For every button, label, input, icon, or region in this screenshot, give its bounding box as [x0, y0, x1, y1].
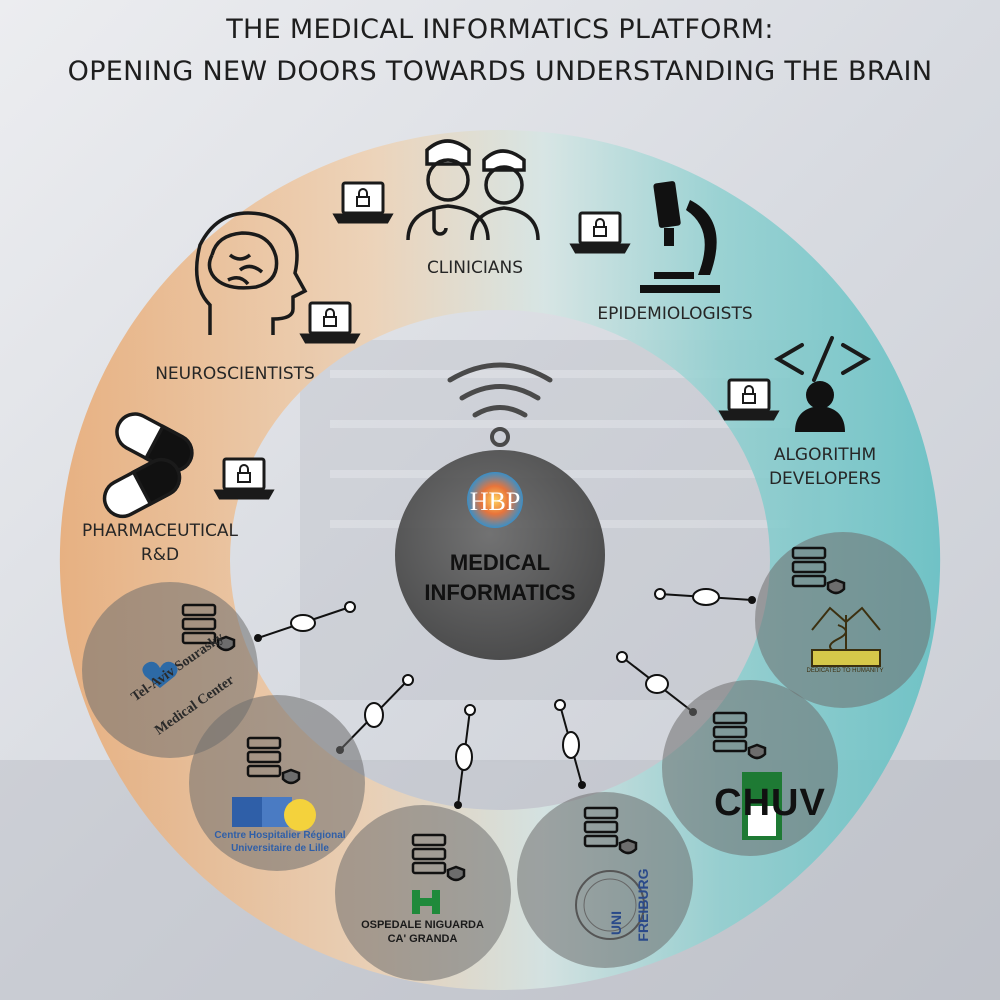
server-icon [246, 736, 301, 785]
freiburg-line1: UNI [608, 910, 624, 936]
label-algorithm-line2: DEVELOPERS [768, 469, 882, 489]
label-pharma-line2: R&D [140, 545, 180, 565]
laptop-lock-icon [718, 378, 780, 421]
label-clinicians: CLINICIANS [426, 258, 524, 278]
title-line-1: THE MEDICAL INFORMATICS PLATFORM: [226, 14, 774, 45]
label-algorithm-developers: ALGORITHM DEVELOPERS [745, 443, 905, 491]
sofia-caduceus-logo [811, 606, 881, 667]
server-icon [712, 711, 767, 760]
sofia-motto: DEDICATED TO HUMANITY [806, 668, 884, 674]
developer-icon [795, 381, 845, 432]
hospital-niguarda [335, 805, 511, 981]
clinicians-icon [406, 139, 540, 241]
label-pharmaceutical: PHARMACEUTICAL R&D [55, 519, 265, 567]
server-icon [791, 546, 846, 595]
svg-text:HBP: HBP [470, 487, 521, 516]
hospital-tel-aviv [82, 582, 258, 758]
brain-head-icon [194, 211, 308, 335]
code-icon [774, 336, 871, 382]
lille-line2: Universitaire de Lille [231, 843, 329, 854]
connector-nodes [254, 588, 756, 809]
server-icon [411, 833, 466, 882]
wifi-icon [447, 362, 553, 447]
niguarda-line2: CA' GRANDA [387, 933, 458, 945]
label-epidemiologists: EPIDEMIOLOGISTS [597, 304, 753, 324]
hbp-logo: HBP [467, 472, 523, 528]
medical-informatics-hub [395, 450, 605, 660]
center-label: MEDICAL INFORMATICS [400, 548, 600, 608]
laptop-lock-icon [569, 211, 631, 254]
heart-icon [142, 661, 178, 688]
lille-logo-sun [284, 799, 316, 831]
laptop-lock-icon [213, 457, 275, 500]
hospital-lille [189, 695, 365, 871]
center-label-line2: INFORMATICS [424, 580, 576, 605]
hospital-freiburg [517, 792, 693, 968]
laptop-lock-icon [332, 181, 394, 224]
lille-line1: Centre Hospitalier Régional [214, 830, 346, 841]
title-line-2: OPENING NEW DOORS TOWARDS UNDERSTANDING … [67, 56, 933, 87]
freiburg-line2: FREIBURG [635, 868, 651, 942]
hospital-sofia [755, 532, 931, 708]
hospital-chuv [662, 680, 838, 856]
server-icon [583, 806, 638, 855]
laptop-lock-icon [299, 301, 361, 344]
pills-icon [102, 412, 194, 519]
center-label-line1: MEDICAL [449, 550, 551, 575]
chuv-wordmark: CHUV [714, 782, 826, 824]
server-icon [181, 603, 236, 652]
niguarda-line1: OSPEDALE NIGUARDA [361, 919, 484, 931]
microscope-icon [640, 181, 720, 293]
label-algorithm-line1: ALGORITHM [773, 445, 877, 465]
label-pharma-line1: PHARMACEUTICAL [82, 521, 238, 541]
niguarda-logo [412, 890, 440, 914]
freiburg-seal [575, 870, 645, 940]
label-neuroscientists: NEUROSCIENTISTS [155, 364, 315, 384]
